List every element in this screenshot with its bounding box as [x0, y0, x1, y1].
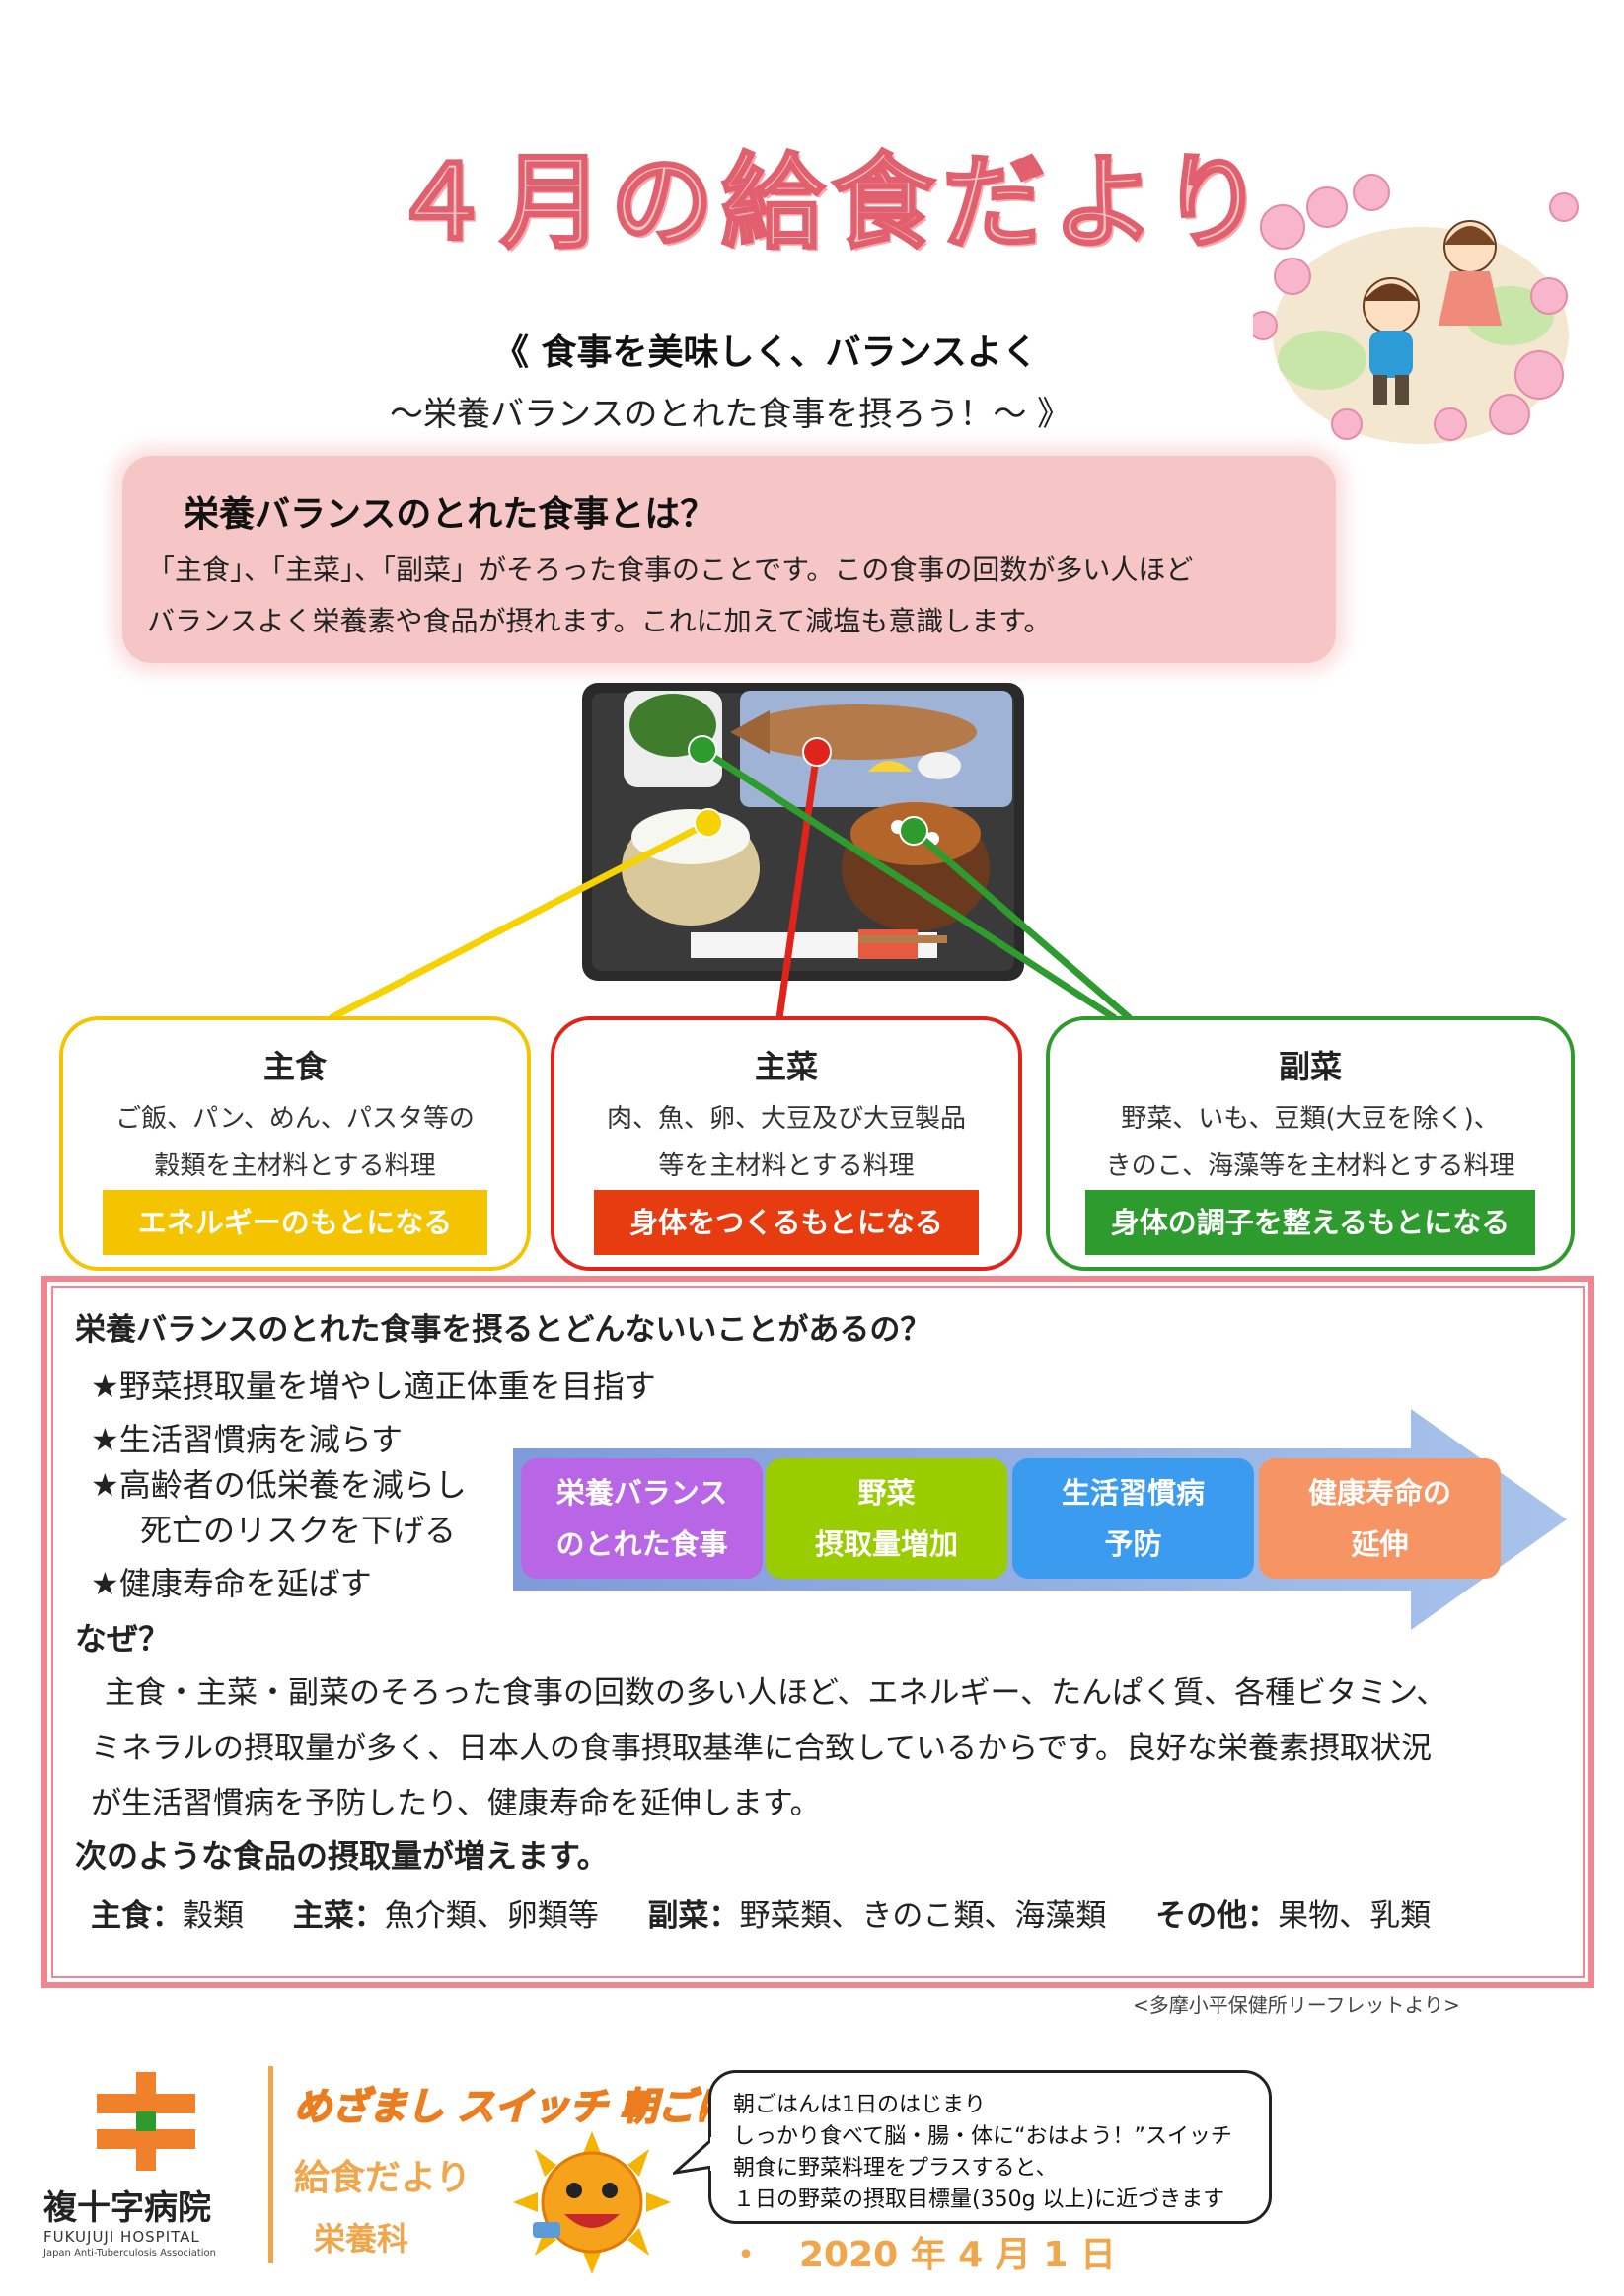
food-label-other: その他： — [1155, 1898, 1279, 1934]
food-label-side: 副菜： — [647, 1898, 740, 1934]
why-line3: が生活習慣病を予防したり、健康寿命を延伸します。 — [91, 1786, 821, 1821]
step-disease-prevention: 生活習慣病予防 — [1012, 1458, 1254, 1579]
intro-box: 栄養バランスのとれた食事とは？ 「主食」、「主菜」、「副菜」がそろった食事のこと… — [122, 456, 1336, 663]
benefit-item-2: ★生活習慣病を減らす — [91, 1421, 404, 1458]
hospital-name-en: FUKUJUJI HOSPITAL — [43, 2228, 200, 2246]
bubble-line2: しっかり食べて脳・腸・体に“おはよう！”スイッチ — [733, 2124, 1232, 2149]
why-line1: 主食・主菜・副菜のそろった食事の回数の多い人ほど、エネルギー、たんぱく質、各種ビ… — [105, 1675, 1447, 1711]
bubble-tail — [673, 2137, 714, 2175]
benefits-box — [41, 1276, 1594, 1988]
subtitle-line2: 〜栄養バランスのとれた食事を摂ろう！〜 》 — [390, 395, 1071, 434]
sun-mascot-icon — [513, 2131, 671, 2274]
intro-heading: 栄養バランスのとれた食事とは？ — [184, 494, 716, 535]
step-vegetable-intake: 野菜摂取量増加 — [766, 1458, 1007, 1579]
card-side-dish: 副菜 野菜、いも、豆類(大豆を除く)、きのこ、海藻等を主材料とする料理 身体の調… — [1046, 1016, 1575, 1271]
benefit-item-1: ★野菜摂取量を増やし適正体重を目指す — [91, 1368, 656, 1405]
food-value-staple: 穀類 — [183, 1898, 244, 1934]
benefit-item-4: ★健康寿命を延ばす — [91, 1565, 372, 1602]
benefits-question: 栄養バランスのとれた食事を摂るとどんないいことがあるの？ — [75, 1312, 931, 1348]
page-title: ４月の給食だより — [389, 141, 1272, 264]
hospital-logo-icon — [97, 2072, 195, 2171]
issue-date: ・ 2020 年 4 月 1 日 — [728, 2235, 1116, 2275]
card-main-tag: 身体をつくるもとになる — [594, 1190, 979, 1255]
step-balanced-meal: 栄養バランスのとれた食事 — [521, 1458, 763, 1579]
card-side-desc: 野菜、いも、豆類(大豆を除く)、きのこ、海藻等を主材料とする料理 — [1105, 1104, 1515, 1181]
hospital-name: 複十字病院 — [43, 2188, 211, 2228]
card-staple: 主食 ご飯、パン、めん、パスタ等の穀類を主材料とする料理 エネルギーのもとになる — [59, 1016, 531, 1271]
footer-divider — [268, 2066, 273, 2263]
benefit-item-3: ★高齢者の低栄養を減らし — [91, 1466, 467, 1504]
cherry-blossom-kids-illustration — [1253, 174, 1579, 444]
child-boy — [1363, 277, 1420, 405]
why-line2: ミネラルの摂取量が多く、日本人の食事摂取基準に合致しているからです。良好な栄養素… — [91, 1731, 1433, 1766]
card-main-title: 主菜 — [754, 1048, 818, 1085]
department-name: 栄養科 — [314, 2220, 409, 2258]
bubble-line3: 朝食に野菜料理をプラスすると、 — [733, 2156, 1058, 2181]
card-staple-desc: ご飯、パン、めん、パスタ等の穀類を主材料とする料理 — [115, 1104, 475, 1181]
newsletter-name: 給食だより — [294, 2158, 472, 2198]
slogan: めざまし スイッチ 朝ごはん — [293, 2084, 771, 2129]
bubble-line1: 朝ごはんは1日のはじまり — [733, 2093, 986, 2117]
food-value-side: 野菜類、きのこ類、海藻類 — [739, 1898, 1107, 1934]
benefit-item-3-cont: 死亡のリスクを下げる — [140, 1512, 457, 1549]
hospital-name-en-sub: Japan Anti-Tuberculosis Association — [43, 2248, 217, 2259]
bubble-line4: １日の野菜の摂取目標量(350g 以上)に近づきます — [733, 2187, 1225, 2212]
child-girl — [1439, 220, 1502, 326]
card-side-title: 副菜 — [1278, 1048, 1342, 1085]
card-side-tag: 身体の調子を整えるもとになる — [1085, 1190, 1535, 1255]
meal-tray-illustration — [582, 683, 1024, 981]
food-label-main: 主菜： — [292, 1898, 385, 1934]
food-value-other: 果物、乳類 — [1278, 1898, 1432, 1934]
intro-line1: 「主食」、「主菜」、「副菜」がそろった食事のことです。この食事の回数が多い人ほど — [147, 554, 1194, 586]
card-main-desc: 肉、魚、卵、大豆及び大豆製品等を主材料とする料理 — [606, 1104, 966, 1181]
food-label-staple: 主食： — [91, 1898, 183, 1934]
intro-text: 「主食」、「主菜」、「副菜」がそろった食事のことです。この食事の回数が多い人ほど… — [147, 545, 1311, 647]
why-heading: なぜ？ — [75, 1620, 171, 1658]
increase-heading: 次のような食品の摂取量が増えます。 — [75, 1837, 609, 1875]
morning-message-bubble: 朝ごはんは1日のはじまり しっかり食べて脳・腸・体に“おはよう！”スイッチ 朝食… — [708, 2070, 1272, 2224]
intro-line2: バランスよく栄養素や食品が摂れます。これに加えて減塩も意識します。 — [147, 605, 1052, 637]
subtitle-line1: 《 食事を美味しく、バランスよく — [493, 333, 1038, 373]
source-note: <多摩小平保健所リーフレットより> — [1133, 1993, 1460, 2017]
card-staple-title: 主食 — [262, 1048, 327, 1085]
card-staple-tag: エネルギーのもとになる — [103, 1190, 487, 1255]
food-value-main: 魚介類、卵類等 — [384, 1898, 599, 1934]
food-list: 主食：穀類 主菜：魚介類、卵類等 副菜：野菜類、きのこ類、海藻類 その他：果物、… — [91, 1890, 1431, 1935]
step-healthy-life: 健康寿命の延伸 — [1259, 1458, 1501, 1579]
card-main-dish: 主菜 肉、魚、卵、大豆及び大豆製品等を主材料とする料理 身体をつくるもとになる — [551, 1016, 1022, 1271]
